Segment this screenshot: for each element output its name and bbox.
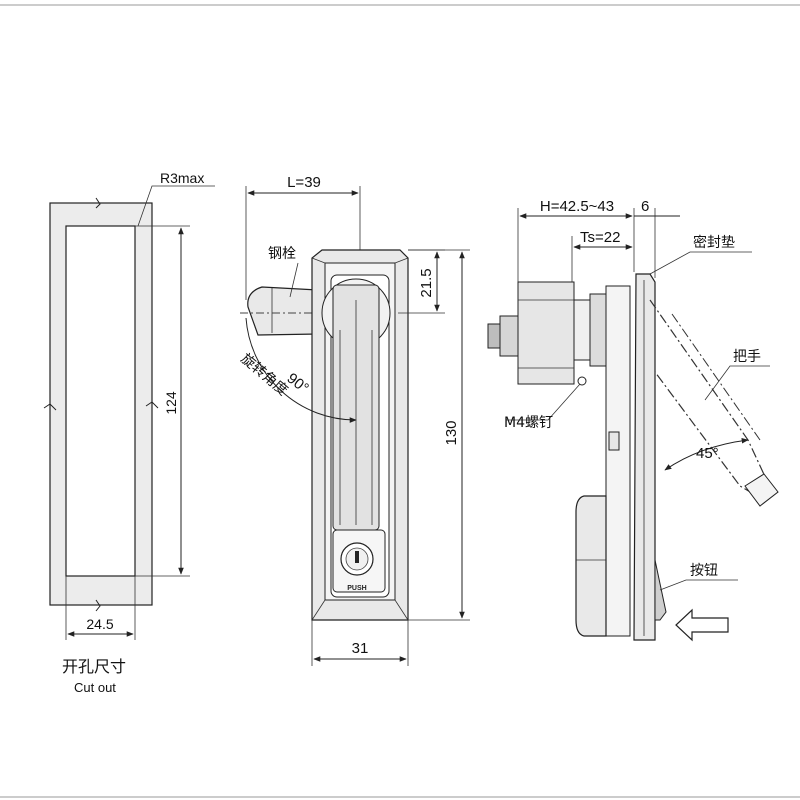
bevel-tr xyxy=(394,257,409,264)
front-view: L=39 钢栓 PUSH 90° 旋转角度 xyxy=(237,174,470,666)
push-label: PUSH xyxy=(347,585,366,592)
dim-24-5-label: 24.5 xyxy=(86,616,113,632)
bevel-tl xyxy=(311,257,326,264)
bevel-bl xyxy=(311,599,326,621)
r3max-leader xyxy=(137,185,215,227)
break-mark-top xyxy=(95,197,101,209)
button-label: 按钮 xyxy=(690,563,718,579)
cutout-caption-en: Cut out xyxy=(74,680,116,695)
m4-screw-leader xyxy=(506,383,581,421)
handle-label: 把手 xyxy=(733,349,761,365)
bolt-end xyxy=(487,323,501,349)
button-leader xyxy=(659,579,738,591)
nut xyxy=(499,315,519,357)
cutout-view: R3max 124 24.5 开孔尺寸 Cut out xyxy=(43,170,215,695)
dim-6-label: 6 xyxy=(641,198,649,215)
break-mark-bottom xyxy=(95,599,101,612)
screw-head xyxy=(577,376,587,386)
handle-tip xyxy=(744,473,779,507)
handle-raised-outline xyxy=(649,299,773,501)
rotation-angle-label: 旋转角度 xyxy=(237,351,290,399)
dim-31-label: 31 xyxy=(352,640,369,657)
dim-h-label: H=42.5~43 xyxy=(540,198,614,215)
shaft-collar xyxy=(589,293,607,367)
dim-ts-label: Ts=22 xyxy=(580,229,620,246)
angle-45-arc xyxy=(664,438,749,471)
cutout-opening xyxy=(65,225,136,577)
key-slot xyxy=(355,551,359,563)
steel-bolt-leader xyxy=(289,262,299,298)
rotation-arc xyxy=(245,317,357,423)
housing-flange xyxy=(605,285,631,637)
r3max-label: R3max xyxy=(160,170,204,186)
cutout-caption-zh: 开孔尺寸 xyxy=(62,657,126,676)
angle-45-label: 45° xyxy=(696,445,719,462)
dim-l39-label: L=39 xyxy=(287,174,321,191)
break-mark-right xyxy=(145,401,159,409)
dim-21-5-label: 21.5 xyxy=(418,268,435,297)
steel-bolt xyxy=(247,286,319,336)
seal-gasket-label: 密封垫 xyxy=(693,234,735,251)
rear-cam-body xyxy=(517,281,575,385)
panel-plate xyxy=(633,273,656,641)
break-mark-left xyxy=(43,403,57,411)
m4-screw-label: M4螺钉 xyxy=(504,415,553,431)
lower-housing xyxy=(575,495,607,637)
dim-124-label: 124 xyxy=(163,391,179,415)
handle-leader xyxy=(704,365,770,401)
bevel-br xyxy=(394,599,409,621)
panel-pin xyxy=(608,431,620,451)
side-view: H=42.5~43 6 Ts=22 密封垫 M4螺钉 xyxy=(487,198,779,642)
dim-130-label: 130 xyxy=(443,420,460,445)
handle-raised-inner xyxy=(671,313,761,441)
push-direction-arrow xyxy=(675,608,729,642)
steel-bolt-label: 钢栓 xyxy=(268,246,296,262)
seal-gasket-leader xyxy=(649,251,752,275)
